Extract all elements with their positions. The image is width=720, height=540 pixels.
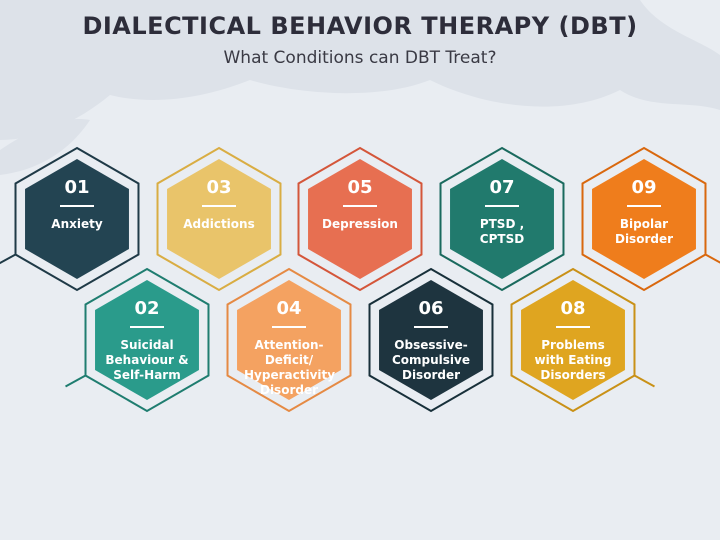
- item-number: 06: [418, 298, 444, 319]
- item-label: Suicidal Behaviour & Self-Harm: [105, 338, 189, 382]
- connector-line: [705, 253, 720, 264]
- divider: [60, 205, 94, 207]
- item-number: 09: [631, 177, 657, 198]
- item-label: PTSD , CPTSD: [479, 217, 525, 246]
- hexagon-outline: [226, 267, 352, 413]
- hexagon-outline: [297, 146, 423, 292]
- item-label: Problems with Eating Disorders: [534, 338, 612, 382]
- hexagon-fill: [25, 159, 129, 279]
- hexagon-item-03: [156, 146, 282, 292]
- divider: [485, 205, 519, 207]
- item-number: 08: [560, 298, 586, 319]
- hexagon-fill: [450, 159, 554, 279]
- hexagon-outline: [510, 267, 636, 413]
- item-label: Addictions: [183, 217, 255, 231]
- hexagon-item-07: [439, 146, 565, 292]
- hexagon-fill: [521, 280, 625, 400]
- divider: [130, 326, 164, 328]
- hexagon-outline: [84, 267, 210, 413]
- item-label: Obsessive-Compulsive Disorder: [391, 338, 471, 382]
- item-label: Depression: [322, 217, 398, 231]
- page-title: DIALECTICAL BEHAVIOR THERAPY (DBT): [82, 12, 638, 40]
- hexagon-fill: [308, 159, 412, 279]
- page-subtitle: What Conditions can DBT Treat?: [223, 48, 497, 68]
- connector-line: [634, 374, 655, 388]
- divider: [414, 326, 448, 328]
- hexagon-fill: [379, 280, 483, 400]
- item-number: 01: [64, 177, 90, 198]
- hexagon-item-09: [581, 146, 720, 292]
- hexagon-fill: [237, 280, 341, 400]
- hexagon-outline: [439, 146, 565, 292]
- hexagon-item-01: [0, 146, 140, 292]
- hexagon-item-02: [65, 267, 210, 413]
- item-number: 07: [489, 177, 515, 198]
- divider: [556, 326, 590, 328]
- hexagon-fill: [167, 159, 271, 279]
- connector-line: [65, 374, 86, 388]
- divider: [272, 326, 306, 328]
- hexagon-outline: [368, 267, 494, 413]
- hexagon-fill: [95, 280, 199, 400]
- hexagon-item-08: [510, 267, 655, 413]
- item-number: 05: [347, 177, 373, 198]
- divider: [627, 205, 661, 207]
- divider: [202, 205, 236, 207]
- item-number: 04: [276, 298, 302, 319]
- hexagon-outline: [156, 146, 282, 292]
- hexagon-outline: [14, 146, 140, 292]
- item-label: Bipolar Disorder: [614, 217, 674, 246]
- hexagon-item-06: [368, 267, 494, 413]
- hexagon-fill: [592, 159, 696, 279]
- divider: [343, 205, 377, 207]
- hexagon-outline: [581, 146, 707, 292]
- connector-line: [0, 253, 16, 265]
- item-label: Anxiety: [51, 217, 103, 231]
- item-label: Attention-Deficit/ Hyperactivity Disorde…: [244, 338, 336, 397]
- item-number: 02: [134, 298, 160, 319]
- item-number: 03: [206, 177, 232, 198]
- hexagon-item-05: [297, 146, 423, 292]
- hexagon-item-04: [226, 267, 352, 413]
